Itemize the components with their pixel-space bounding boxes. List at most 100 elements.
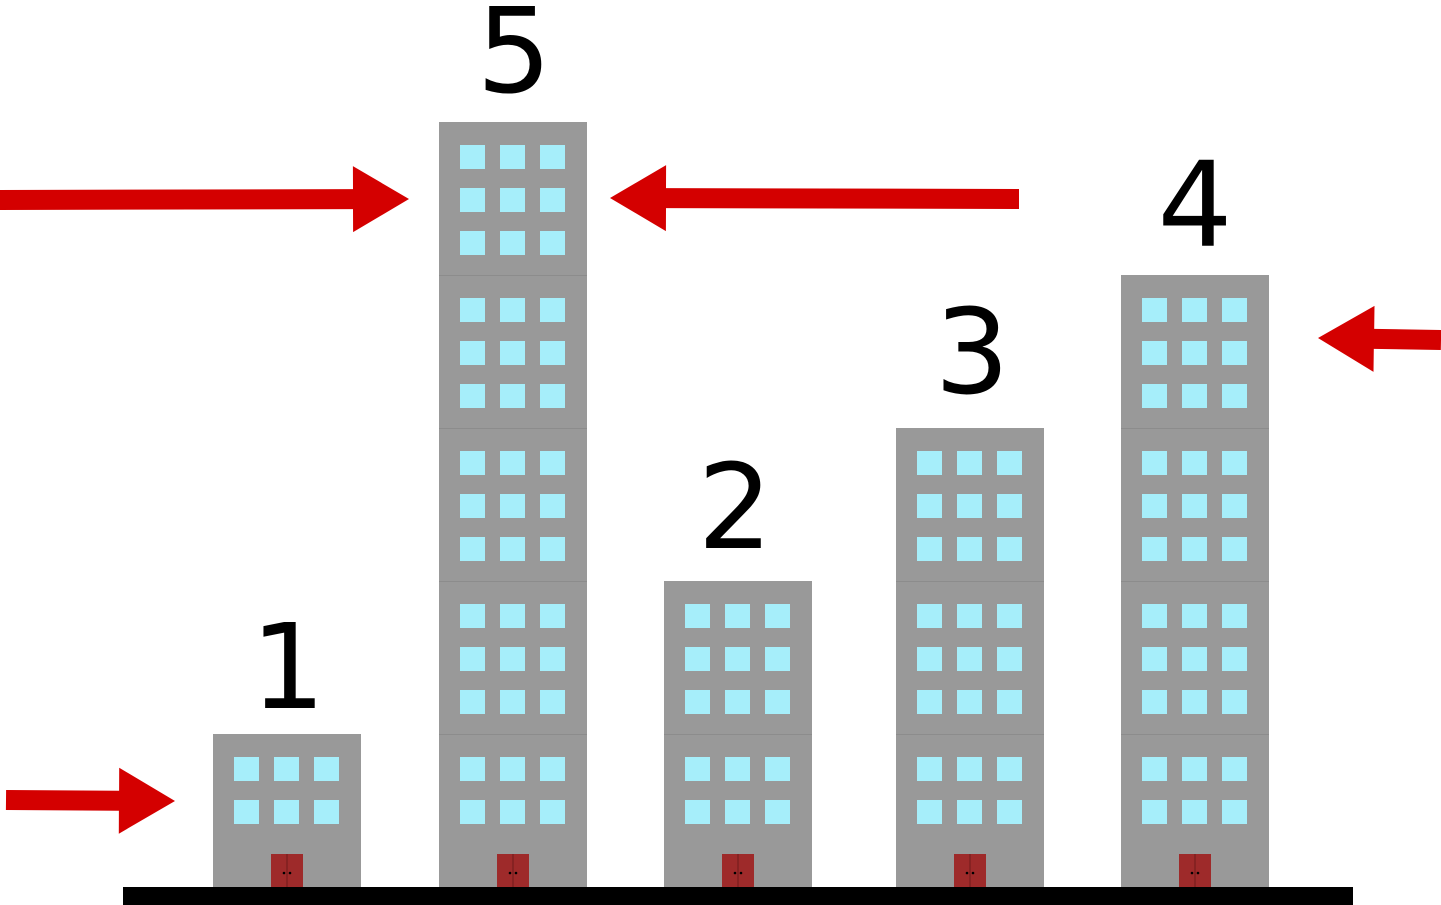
floor-divider [1121, 581, 1269, 582]
door-knob [739, 871, 743, 875]
window [460, 451, 485, 475]
arrow-left-to-building-4 [1318, 305, 1441, 372]
window [540, 800, 565, 824]
door-knob [1196, 871, 1200, 875]
labels-layer: 1 5 2 3 4 [250, 0, 1232, 736]
window [460, 537, 485, 561]
door-split [1194, 854, 1196, 887]
window [540, 494, 565, 518]
door-knob [508, 871, 512, 875]
window [1142, 647, 1167, 671]
arrow-left-to-building-5 [610, 165, 1019, 232]
window [1222, 341, 1247, 365]
window [1142, 494, 1167, 518]
window [540, 604, 565, 628]
window [957, 647, 982, 671]
window [500, 800, 525, 824]
window [917, 604, 942, 628]
window [1222, 690, 1247, 714]
window [1142, 604, 1167, 628]
floor-divider [896, 734, 1044, 735]
window [540, 231, 565, 255]
window [1222, 757, 1247, 781]
door-split [286, 854, 288, 887]
window [540, 341, 565, 365]
floor-divider [439, 581, 587, 582]
window [1142, 757, 1167, 781]
window [725, 647, 750, 671]
building-4 [1121, 275, 1269, 887]
window [997, 647, 1022, 671]
arrow-right-to-building-5 [0, 166, 409, 233]
floor-divider [439, 428, 587, 429]
window [500, 690, 525, 714]
floor-divider [896, 581, 1044, 582]
door-knob [288, 871, 292, 875]
window [274, 800, 299, 824]
door-knob [733, 871, 737, 875]
window [765, 690, 790, 714]
window [957, 757, 982, 781]
arrow-right-to-building-1 [5, 767, 176, 834]
window [1222, 604, 1247, 628]
window [917, 647, 942, 671]
ground-line [123, 887, 1353, 905]
window [1182, 298, 1207, 322]
window [725, 757, 750, 781]
window [1182, 690, 1207, 714]
window [765, 604, 790, 628]
arrows-layer [0, 165, 1441, 834]
window [725, 800, 750, 824]
window [725, 604, 750, 628]
window [997, 451, 1022, 475]
window [234, 757, 259, 781]
window [500, 188, 525, 212]
building-2 [664, 581, 812, 887]
window [500, 231, 525, 255]
window [685, 604, 710, 628]
window [1142, 537, 1167, 561]
window [1182, 537, 1207, 561]
window [460, 188, 485, 212]
window [1142, 451, 1167, 475]
window [500, 647, 525, 671]
window [460, 494, 485, 518]
window [540, 690, 565, 714]
floor-divider [439, 275, 587, 276]
window [1142, 690, 1167, 714]
window [540, 298, 565, 322]
window [500, 757, 525, 781]
window [957, 800, 982, 824]
window [685, 757, 710, 781]
window [500, 494, 525, 518]
window [997, 690, 1022, 714]
building-3 [896, 428, 1044, 887]
window [460, 604, 485, 628]
window [1182, 384, 1207, 408]
window [725, 690, 750, 714]
building-label-4: 4 [1157, 136, 1232, 274]
window [1182, 757, 1207, 781]
window [1222, 647, 1247, 671]
window [917, 537, 942, 561]
door-knob [514, 871, 518, 875]
window [234, 800, 259, 824]
window [765, 647, 790, 671]
door-split [737, 854, 739, 887]
window [1182, 647, 1207, 671]
window [500, 604, 525, 628]
window [685, 647, 710, 671]
window [1222, 537, 1247, 561]
door-knob [971, 871, 975, 875]
window [460, 145, 485, 169]
window [1142, 341, 1167, 365]
window [1222, 451, 1247, 475]
door-knob [1190, 871, 1194, 875]
window [765, 800, 790, 824]
window [460, 647, 485, 671]
window [540, 451, 565, 475]
floor-divider [1121, 734, 1269, 735]
building-label-5: 5 [476, 0, 551, 120]
floor-divider [439, 734, 587, 735]
window [957, 451, 982, 475]
